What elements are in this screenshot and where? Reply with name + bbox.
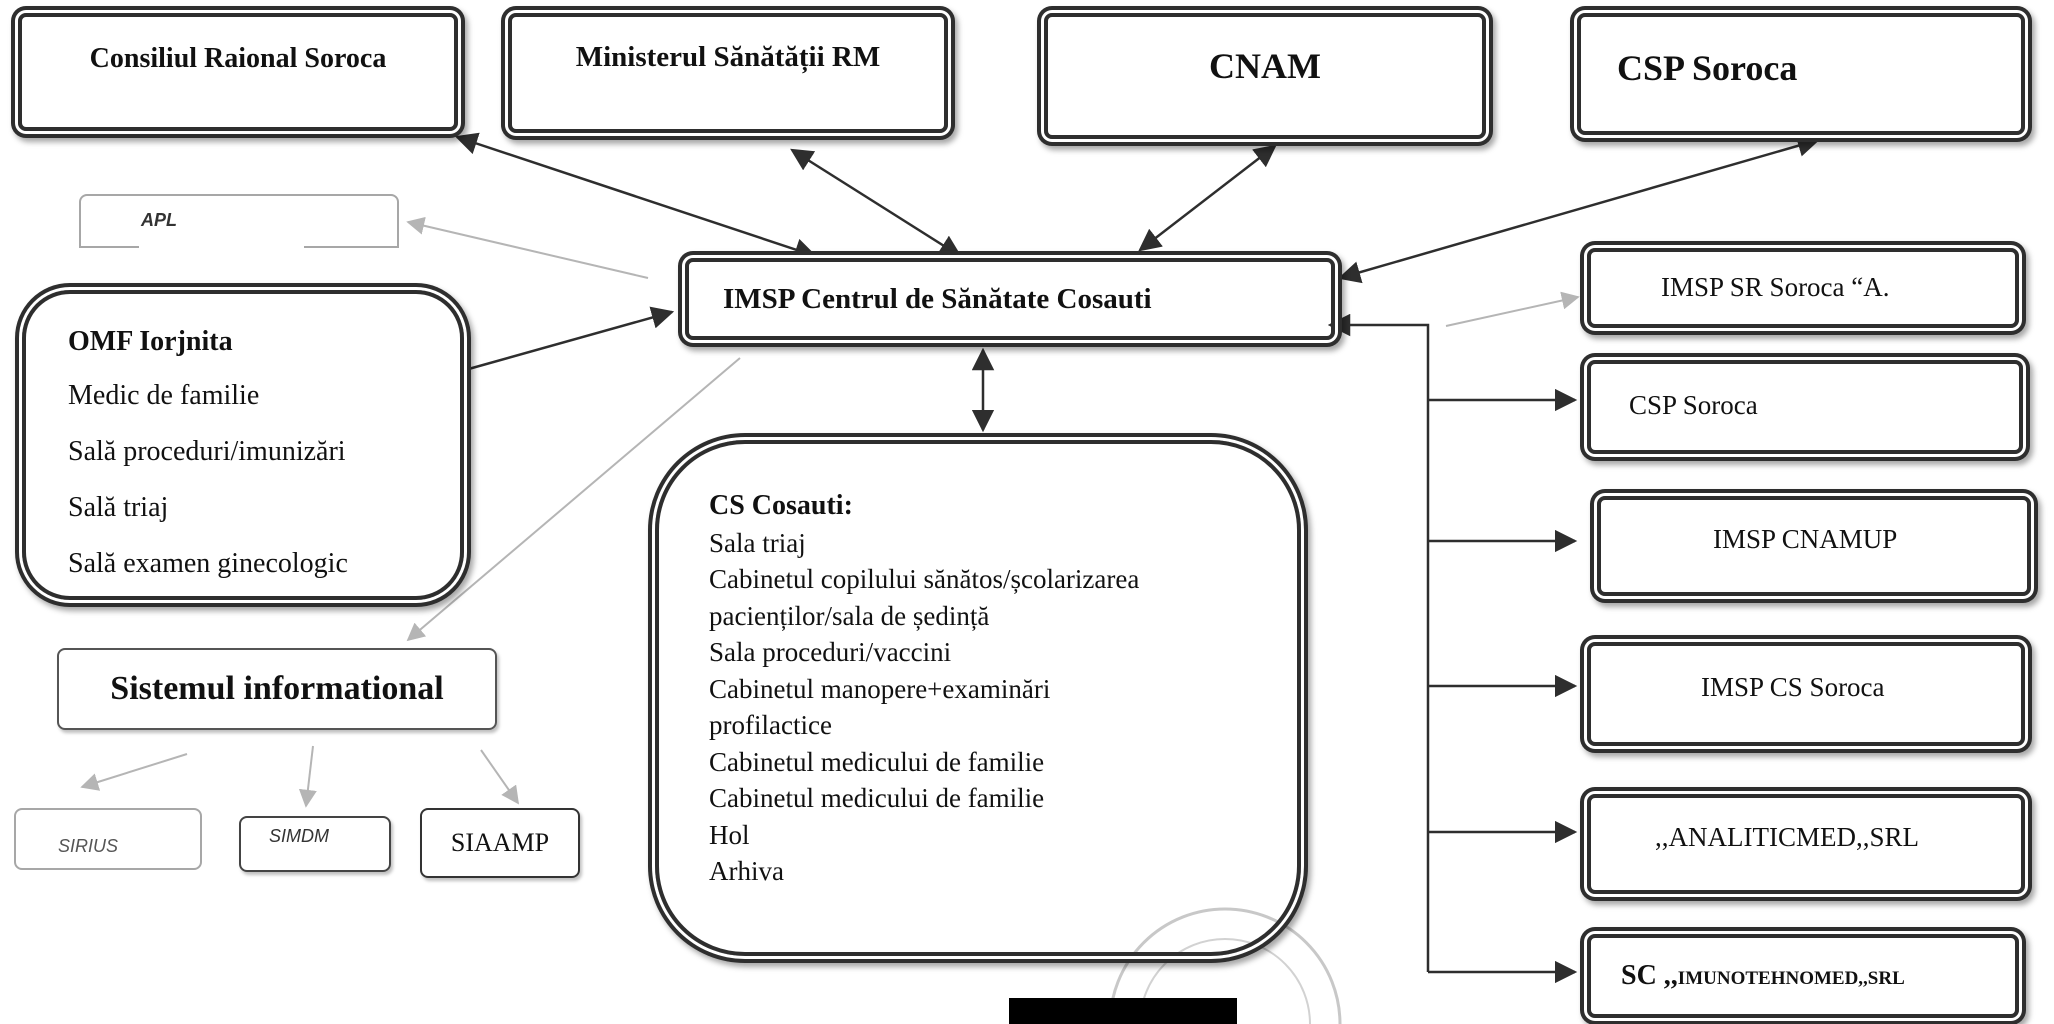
cs-item: pacienților/sala de ședință [709, 600, 990, 631]
analiticmed-box: ,,ANALITICMED,,SRL [1587, 794, 2025, 894]
omf-item: Sală proceduri/imunizări [68, 436, 346, 467]
link-sistem-sirius [80, 753, 188, 791]
apl-bottom-left-edge [79, 246, 139, 248]
csp-soroca-top-box: CSP Soroca [1577, 13, 2025, 135]
cs-item: Arhiva [709, 856, 784, 886]
link-cnam-center [1138, 144, 1277, 252]
cs-item: Cabinetul medicului de familie [709, 783, 1045, 813]
analiticmed-label: ,,ANALITICMED,,SRL [1655, 822, 1919, 852]
cs-item: profilactice [709, 710, 832, 740]
cs-cosauti-box: CS Cosauti: Sala triaj Cabinetul copilul… [655, 440, 1301, 956]
siaamp-label: SIAAMP [450, 828, 550, 857]
cs-title: CS Cosauti: [709, 490, 853, 521]
cs-item: Cabinetul manopere+examinări [709, 673, 1051, 704]
imsp-centrul-label: IMSP Centrul de Sănătate Cosauti [723, 282, 1152, 315]
imsp-cs-soroca-label: IMSP CS Soroca [1701, 672, 1885, 702]
cs-item: Cabinetul copilului sănătos/școlarizarea [709, 564, 1140, 594]
csp-soroca-right-label: CSP Soroca [1629, 390, 1758, 420]
ministerul-sanatatii-box: Ministerul Sănătății RM [508, 13, 948, 133]
cnam-box: CNAM [1044, 13, 1486, 139]
cs-item: Cabinetul medicului de familie [709, 746, 1045, 777]
imunotehnomed-name: IMUNOTEHNOMED,,SRL [1677, 968, 1905, 989]
sistemul-informational-box: Sistemul informational [57, 648, 497, 730]
link-sistem-siaamp [480, 749, 520, 805]
imunotehnomed-prefix: SC ,, [1621, 960, 1678, 991]
cs-item: Sala triaj [709, 527, 806, 558]
omf-title: OMF Iorjnita [68, 326, 233, 357]
omf-item: Sală examen ginecologic [68, 548, 348, 579]
link-csp-center [1337, 134, 1821, 284]
cs-item: Hol [709, 819, 750, 850]
ministerul-sanatatii-label: Ministerul Sănătății RM [575, 41, 881, 73]
simdm-box: SIMDM [239, 816, 391, 872]
imsp-cnamup-box: IMSP CNAMUP [1597, 496, 2031, 596]
csp-soroca-top-label: CSP Soroca [1617, 48, 1798, 88]
omf-iorjnita-box: OMF Iorjnita Medic de familie Sală proce… [22, 290, 464, 600]
cnam-label: CNAM [1209, 46, 1321, 86]
link-apl [406, 216, 649, 279]
sirius-box: SIRIUS [14, 808, 202, 870]
imsp-sr-soroca-label: IMSP SR Soroca “A. [1661, 272, 1890, 302]
redaction-bar [1009, 998, 1237, 1024]
csp-soroca-right-box: CSP Soroca [1587, 360, 2023, 454]
imsp-sr-soroca-box: IMSP SR Soroca “A. [1587, 248, 2019, 328]
consiliu-raional-label: Consiliul Raional Soroca [89, 43, 387, 74]
link-imsp-sr [1445, 291, 1580, 327]
imunotehnomed-box: SC ,,IMUNOTEHNOMED,,SRL [1587, 934, 2019, 1018]
simdm-label: SIMDM [269, 826, 329, 846]
link-sistem-simdm [298, 745, 317, 808]
apl-bottom-right-edge [304, 246, 399, 248]
link-consiliu-center [454, 132, 818, 261]
link-omf-center [464, 306, 675, 372]
apl-box: APL [79, 194, 399, 248]
consiliu-raional-box: Consiliul Raional Soroca [18, 13, 458, 131]
siaamp-box: SIAAMP [420, 808, 580, 878]
sistemul-informational-label: Sistemul informational [110, 670, 444, 707]
imsp-cnamup-label: IMSP CNAMUP [1713, 524, 1898, 554]
apl-label: APL [141, 210, 177, 230]
sirius-label: SIRIUS [58, 836, 119, 856]
link-minister-center [790, 148, 962, 258]
omf-item: Medic de familie [68, 380, 260, 411]
cs-item: Sala proceduri/vaccini [709, 637, 952, 667]
omf-item: Sală triaj [68, 492, 169, 523]
imsp-cs-soroca-box: IMSP CS Soroca [1587, 642, 2025, 746]
link-center-sistem [406, 357, 741, 642]
link-bus-top [1327, 313, 1430, 972]
imsp-centrul-box: IMSP Centrul de Sănătate Cosauti [685, 258, 1335, 340]
